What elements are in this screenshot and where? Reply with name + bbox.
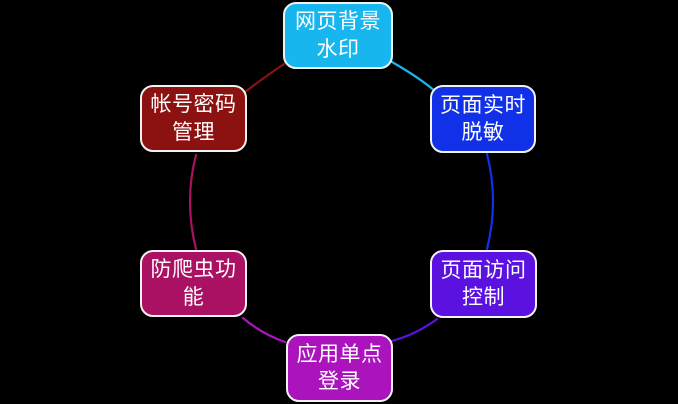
link-access-control-to-sso (390, 317, 439, 343)
node-page-realtime-desensitization[interactable]: 页面实时 脱敏 (430, 85, 536, 153)
node-label-page-access-control: 页面访问 控制 (440, 257, 527, 309)
node-label-page-realtime-desensitization: 页面实时 脱敏 (440, 92, 526, 144)
node-anti-crawler-feature[interactable]: 防爬虫功 能 (140, 250, 247, 317)
node-label-anti-crawler-feature: 防爬虫功 能 (150, 257, 237, 309)
node-page-access-control[interactable]: 页面访问 控制 (430, 250, 537, 318)
node-label-web-page-background-watermark: 网页背景 水印 (295, 9, 381, 61)
link-watermark-to-desensitization (390, 60, 438, 94)
node-label-application-single-sign-on: 应用单点 登录 (296, 341, 383, 393)
link-desensitization-to-access-control (485, 152, 495, 251)
node-label-account-password-management: 帐号密码 管理 (150, 92, 237, 144)
link-anti-crawler-to-account-password (188, 153, 198, 251)
link-sso-to-anti-crawler (241, 316, 287, 344)
node-web-page-background-watermark[interactable]: 网页背景 水印 (283, 2, 393, 69)
node-account-password-management[interactable]: 帐号密码 管理 (140, 85, 247, 152)
link-account-password-to-watermark (243, 62, 286, 94)
node-application-single-sign-on[interactable]: 应用单点 登录 (286, 334, 393, 402)
